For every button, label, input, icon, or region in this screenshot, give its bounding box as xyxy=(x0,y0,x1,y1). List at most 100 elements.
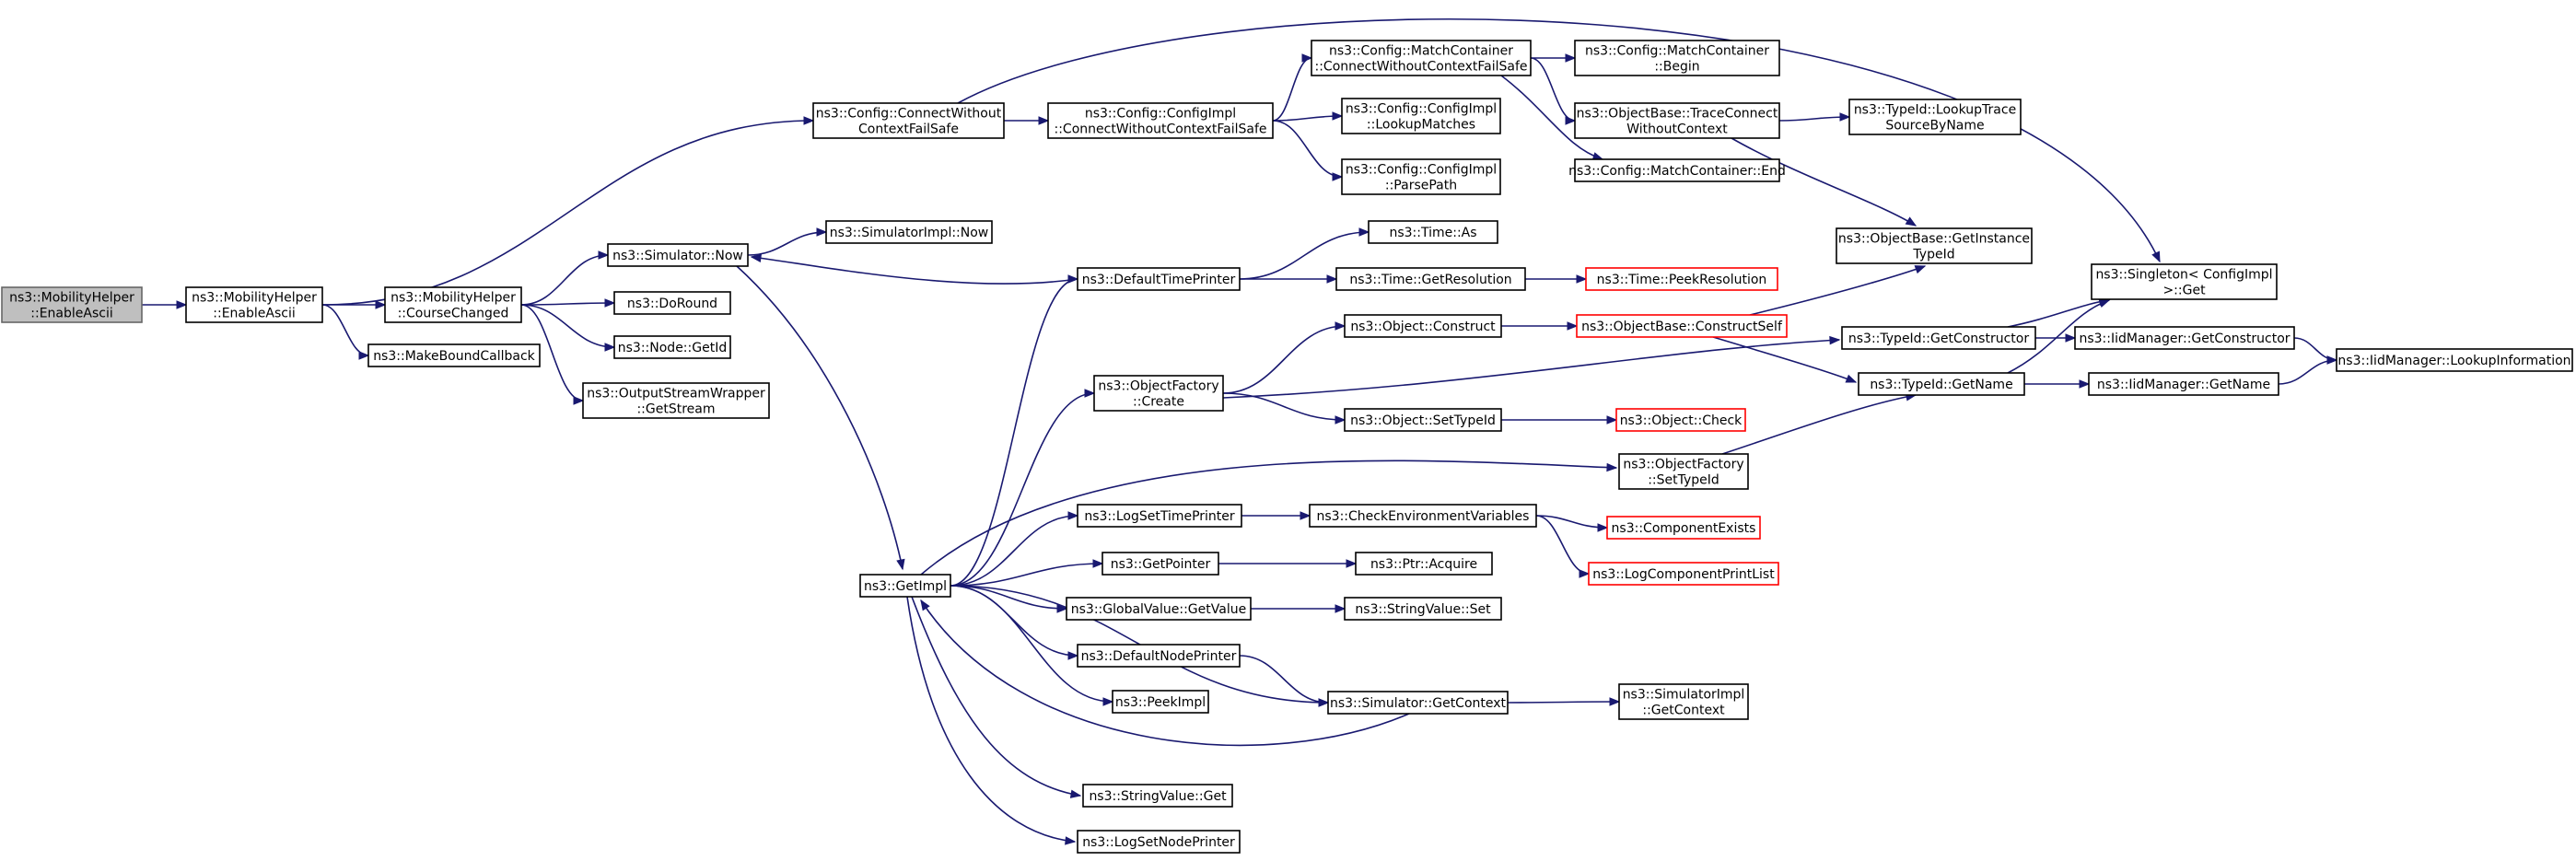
arrowhead xyxy=(2151,250,2161,263)
edge-n39-n6 xyxy=(2007,297,2111,328)
arrowhead xyxy=(358,351,370,360)
node-ns3-object-construct[interactable]: ns3::Object::Construct xyxy=(1344,314,1502,338)
node-ns3-simulator-now[interactable]: ns3::Simulator::Now xyxy=(607,243,749,267)
node-ns3-mobilityhelper-coursechanged[interactable]: ns3::MobilityHelper::CourseChanged xyxy=(384,286,522,323)
arrowhead xyxy=(1038,116,1050,125)
node-ns3-singleton-configimpl-get[interactable]: ns3::Singleton< ConfigImpl >::Get xyxy=(2091,263,2278,300)
edge-n5-n8 xyxy=(1272,111,1344,122)
node-ns3-getpointer[interactable]: ns3::GetPointer xyxy=(1102,552,1219,576)
node-ns3-config-connectwithout-contextfailsafe[interactable]: ns3::Config::ConnectWithoutContextFailSa… xyxy=(812,102,1005,139)
node-label: ns3::ObjectBase::ConstructSelf xyxy=(1581,320,1783,334)
node-ns3-iidmanager-lookupinformation[interactable]: ns3::IidManager::LookupInformation xyxy=(2336,348,2573,372)
node-ns3-logcomponentprintlist[interactable]: ns3::LogComponentPrintList xyxy=(1588,562,1779,586)
node-label: ns3::MakeBoundCallback xyxy=(373,349,535,364)
edge-n3-n15 xyxy=(520,250,610,306)
node-label: ::Begin xyxy=(1654,60,1699,75)
edge-line xyxy=(1272,115,1343,122)
node-ns3-time-as[interactable]: ns3::Time::As xyxy=(1368,220,1498,244)
node-ns3-objectbase-traceconnect-withoutcontext[interactable]: ns3::ObjectBase::TraceConnectWithoutCont… xyxy=(1574,102,1780,139)
node-ns3-simulatorimpl-now[interactable]: ns3::SimulatorImpl::Now xyxy=(825,220,993,244)
node-label: ns3::SimulatorImpl xyxy=(1623,688,1745,703)
node-ns3-stringvalue-set[interactable]: ns3::StringValue::Set xyxy=(1344,597,1502,621)
arrowhead xyxy=(375,300,387,309)
node-ns3-object-settypeid[interactable]: ns3::Object::SetTypeId xyxy=(1344,408,1502,432)
edge-line xyxy=(321,304,369,356)
node-box xyxy=(1344,597,1502,621)
node-ns3-componentexists[interactable]: ns3::ComponentExists xyxy=(1606,516,1761,540)
node-ns3-object-check[interactable]: ns3::Object::Check xyxy=(1615,408,1746,432)
node-ns3-getimpl[interactable]: ns3::GetImpl xyxy=(859,574,951,598)
node-ns3-simulatorimpl-getcontext[interactable]: ns3::SimulatorImpl::GetContext xyxy=(1618,683,1749,720)
node-ns3-iidmanager-getconstructor[interactable]: ns3::IidManager::GetConstructor xyxy=(2074,326,2295,350)
node-label: ns3::OutputStreamWrapper xyxy=(587,387,765,401)
node-ns3-typeid-getname[interactable]: ns3::TypeId::GetName xyxy=(1858,372,2025,396)
node-label: ns3::Object::Construct xyxy=(1350,320,1496,334)
node-label: ns3::Object::Check xyxy=(1620,413,1743,428)
node-ns3-defaulttimeprinter[interactable]: ns3::DefaultTimePrinter xyxy=(1077,267,1241,291)
node-ns3-objectbase-constructself[interactable]: ns3::ObjectBase::ConstructSelf xyxy=(1576,314,1788,338)
arrowhead xyxy=(1335,321,1346,331)
node-label: ns3::Config::ConfigImpl xyxy=(1346,163,1497,178)
node-ns3-time-peekresolution[interactable]: ns3::Time::PeekResolution xyxy=(1585,267,1778,291)
node-label: ContextFailSafe xyxy=(858,122,959,137)
node-ns3-mobilityhelper-enableascii[interactable]: ns3::MobilityHelper::EnableAscii xyxy=(1,286,143,323)
arrowhead xyxy=(1579,569,1591,578)
node-ns3-makeboundcallback[interactable]: ns3::MakeBoundCallback xyxy=(367,343,541,367)
node-ns3-checkenvironmentvariables[interactable]: ns3::CheckEnvironmentVariables xyxy=(1309,504,1537,528)
edge-n26-n48 xyxy=(1251,604,1346,613)
node-ns3-config-matchcontainer-begin[interactable]: ns3::Config::MatchContainer::Begin xyxy=(1574,40,1780,76)
edge-n2-n6 xyxy=(957,17,2161,263)
arrowhead xyxy=(1301,53,1313,63)
arrowhead xyxy=(2098,298,2111,308)
node-ns3-defaultnodeprinter[interactable]: ns3::DefaultNodePrinter xyxy=(1077,644,1241,668)
node-box xyxy=(1344,408,1502,432)
node-ns3-config-configimpl-lookupmatches[interactable]: ns3::Config::ConfigImpl::LookupMatches xyxy=(1341,98,1501,134)
arrowhead xyxy=(604,298,616,308)
node-ns3-config-configimpl-connectwithoutcontextfailsafe[interactable]: ns3::Config::ConfigImpl::ConnectWithoutC… xyxy=(1047,102,1274,139)
node-box xyxy=(2088,372,2279,396)
node-ns3-doround[interactable]: ns3::DoRound xyxy=(613,291,731,315)
arrowhead xyxy=(1845,374,1858,383)
node-label: ns3::Time::PeekResolution xyxy=(1597,273,1767,287)
node-ns3-peekimpl[interactable]: ns3::PeekImpl xyxy=(1112,690,1209,714)
node-ns3-typeid-getconstructor[interactable]: ns3::TypeId::GetConstructor xyxy=(1841,326,2036,350)
node-ns3-node-getid[interactable]: ns3::Node::GetId xyxy=(613,335,731,359)
edge-line xyxy=(1239,231,1370,280)
node-ns3-logsetnodeprinter[interactable]: ns3::LogSetNodePrinter xyxy=(1077,830,1241,854)
node-box xyxy=(613,335,731,359)
arrowhead xyxy=(598,250,610,260)
node-ns3-logsettimeprinter[interactable]: ns3::LogSetTimePrinter xyxy=(1077,504,1242,528)
edge-line xyxy=(747,231,827,256)
node-ns3-time-getresolution[interactable]: ns3::Time::GetResolution xyxy=(1335,267,1526,291)
node-label: ns3::Time::GetResolution xyxy=(1349,273,1511,287)
node-ns3-mobilityhelper-enableascii[interactable]: ns3::MobilityHelper::EnableAscii xyxy=(185,286,323,323)
node-ns3-ptr-acquire[interactable]: ns3::Ptr::Acquire xyxy=(1355,552,1493,576)
node-box xyxy=(1841,326,2036,350)
node-ns3-iidmanager-getname[interactable]: ns3::IidManager::GetName xyxy=(2088,372,2279,396)
edge-line xyxy=(1272,57,1312,122)
node-ns3-outputstreamwrapper-getstream[interactable]: ns3::OutputStreamWrapper::GetStream xyxy=(582,382,770,419)
node-label: ns3::LogComponentPrintList xyxy=(1592,567,1775,582)
arrowhead xyxy=(1067,511,1079,520)
node-label: ns3::LogSetTimePrinter xyxy=(1084,509,1235,524)
node-ns3-globalvalue-getvalue[interactable]: ns3::GlobalValue::GetValue xyxy=(1066,597,1252,621)
edge-line xyxy=(1507,701,1620,704)
node-ns3-config-configimpl-parsepath[interactable]: ns3::Config::ConfigImpl::ParsePath xyxy=(1341,158,1501,195)
node-ns3-stringvalue-get[interactable]: ns3::StringValue::Get xyxy=(1082,784,1233,808)
node-ns3-config-matchcontainer-end[interactable]: ns3::Config::MatchContainer::End xyxy=(1568,158,1786,182)
arrowhead xyxy=(1102,697,1114,706)
arrowhead xyxy=(896,558,905,571)
node-label: ns3::ComponentExists xyxy=(1612,521,1756,536)
node-ns3-config-matchcontainer-connectwithoutcontextfailsafe[interactable]: ns3::Config::MatchContainer::ConnectWith… xyxy=(1311,40,1532,76)
edge-line xyxy=(1535,515,1608,529)
arrowhead xyxy=(803,116,815,125)
node-ns3-objectfactory-settypeid[interactable]: ns3::ObjectFactory::SetTypeId xyxy=(1618,453,1749,490)
node-label: ns3::Config::MatchContainer xyxy=(1329,44,1513,59)
edge-n44-n45 xyxy=(1535,515,1609,532)
node-label: ns3::CheckEnvironmentVariables xyxy=(1317,509,1530,524)
edge-line xyxy=(911,596,1081,797)
node-ns3-objectfactory-create[interactable]: ns3::ObjectFactory::Create xyxy=(1093,375,1224,412)
node-ns3-simulator-getcontext[interactable]: ns3::Simulator::GetContext xyxy=(1327,691,1509,715)
